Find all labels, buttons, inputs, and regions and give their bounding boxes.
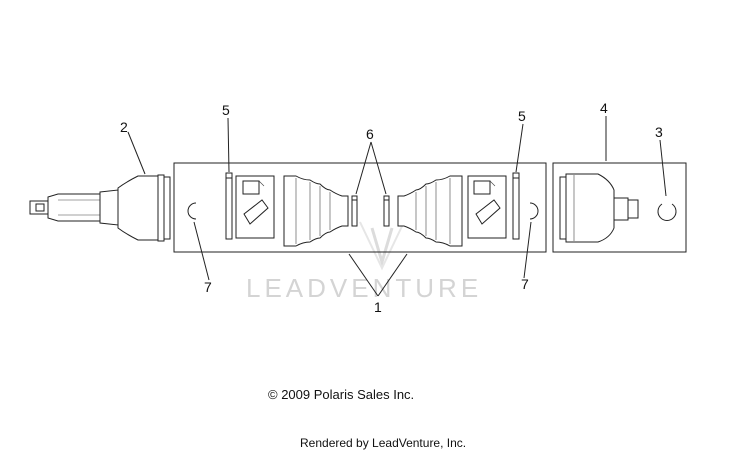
watermark-text: LEADVENTURE bbox=[246, 273, 482, 303]
callout-6: 6 bbox=[366, 126, 374, 142]
inner-cv-joint bbox=[559, 173, 639, 243]
rendered-by-credit: Rendered by LeadVenture, Inc. bbox=[300, 436, 467, 450]
snap-ring bbox=[657, 203, 677, 221]
instruction-card-right bbox=[467, 175, 507, 239]
retaining-ring-left bbox=[187, 202, 197, 220]
callout-7-left: 7 bbox=[204, 279, 212, 295]
inner-cv-joint-box bbox=[552, 162, 687, 253]
small-clamp-left bbox=[351, 195, 358, 227]
cv-boot-right bbox=[397, 175, 463, 247]
callout-1: 1 bbox=[374, 299, 382, 315]
instruction-card-left bbox=[235, 175, 275, 239]
cv-boot-left bbox=[283, 175, 349, 247]
outer-cv-joint-stub bbox=[29, 174, 171, 242]
band-clamp-left bbox=[225, 172, 233, 240]
copyright-notice: © 2009 Polaris Sales Inc. bbox=[268, 387, 415, 402]
watermark-logo bbox=[359, 221, 405, 271]
small-clamp-right bbox=[383, 195, 390, 227]
callout-4: 4 bbox=[600, 100, 608, 116]
boot-kit-box bbox=[173, 162, 547, 253]
callout-3: 3 bbox=[655, 124, 663, 140]
callout-5-left: 5 bbox=[222, 102, 230, 118]
leader-lines bbox=[127, 116, 667, 297]
callout-2: 2 bbox=[120, 119, 128, 135]
callout-7-right: 7 bbox=[521, 276, 529, 292]
callout-5-right: 5 bbox=[518, 108, 526, 124]
retaining-ring-right bbox=[529, 202, 539, 220]
band-clamp-right bbox=[512, 172, 520, 240]
